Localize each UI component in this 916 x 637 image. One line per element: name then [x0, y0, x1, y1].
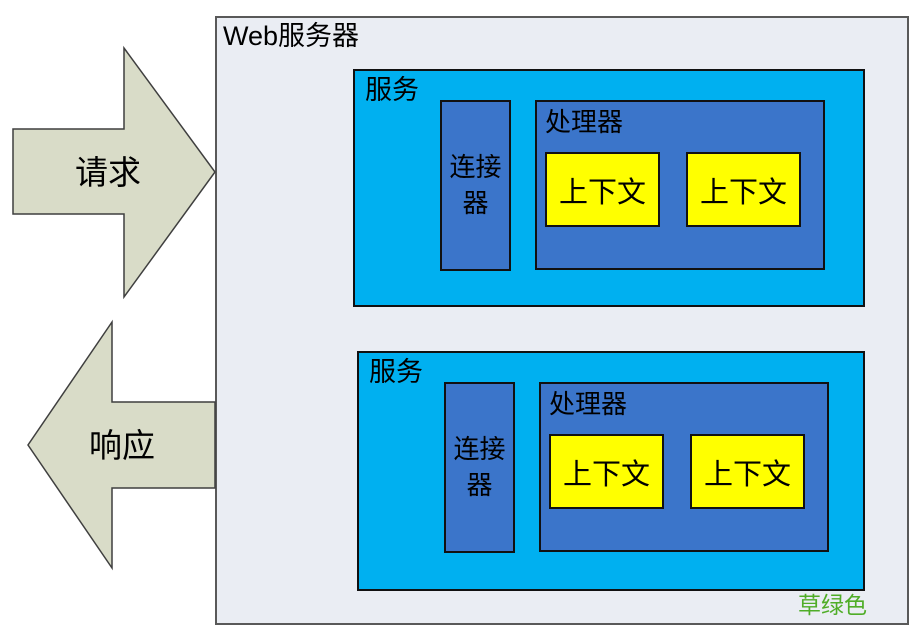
web-server-title: Web服务器: [223, 21, 360, 51]
request-arrow-label: 请求: [75, 154, 141, 191]
service-label: 服务: [365, 75, 419, 105]
context-box: 上下文: [549, 434, 664, 509]
context-row: 上下文 上下文: [549, 434, 805, 509]
context-box: 上下文: [545, 152, 660, 227]
engine-label: 处理器: [549, 389, 628, 419]
engine-box: 处理器 上下文 上下文: [539, 382, 829, 552]
context-box: 上下文: [686, 152, 801, 227]
response-arrow-label: 响应: [89, 427, 155, 464]
connector-label: 连接器: [449, 152, 502, 218]
color-note: 草绿色: [798, 592, 867, 618]
engine-box: 处理器 上下文 上下文: [535, 100, 825, 270]
context-box: 上下文: [690, 434, 805, 509]
context-row: 上下文 上下文: [545, 152, 801, 227]
connector-box: 连接器: [440, 100, 511, 271]
connector-label: 连接器: [453, 434, 506, 500]
service-box-1: 服务 连接器 处理器 上下文 上下文: [353, 69, 865, 307]
service-box-2: 服务 连接器 处理器 上下文 上下文: [357, 351, 865, 591]
engine-label: 处理器: [545, 107, 624, 137]
connector-box: 连接器: [444, 382, 515, 553]
service-label: 服务: [369, 357, 423, 387]
web-server-box: Web服务器 服务 连接器 处理器 上下文 上下文 服务 连接器 处理器: [215, 16, 909, 625]
response-arrow: [27, 319, 216, 571]
request-arrow: [12, 45, 216, 300]
